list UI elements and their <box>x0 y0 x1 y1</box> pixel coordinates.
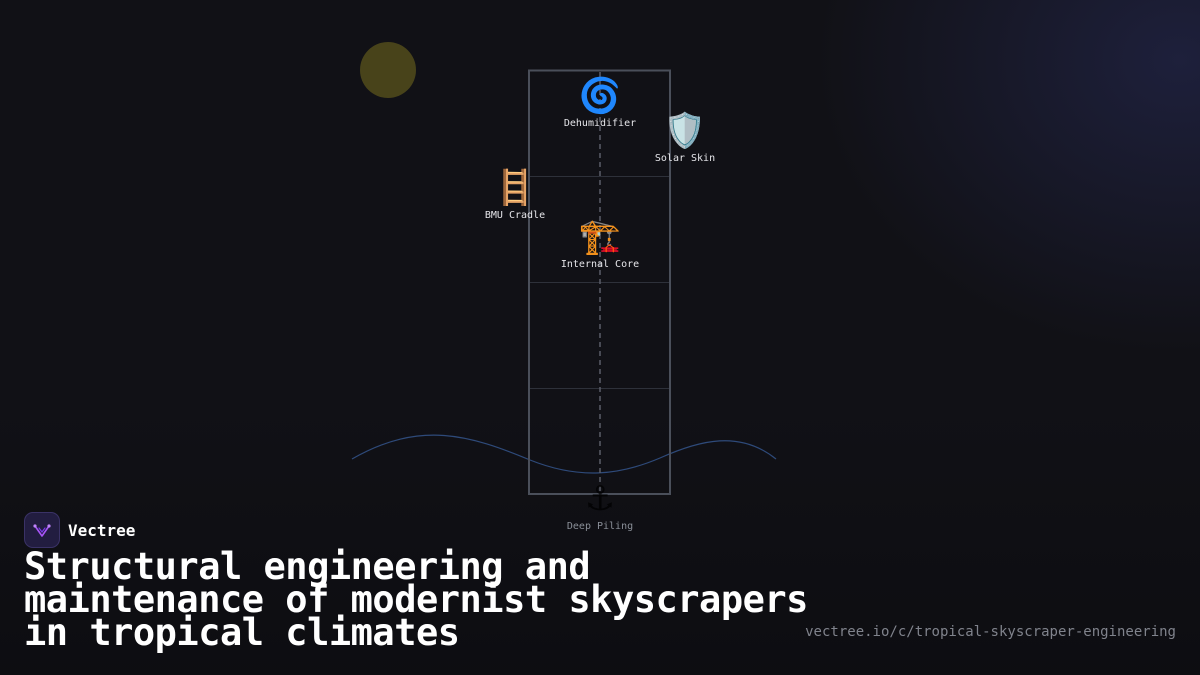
dehumidifier-icon: 🌀 <box>578 76 622 116</box>
node-dehumidifier: 🌀 Dehumidifier <box>564 76 636 129</box>
crane-icon: 🏗️ <box>578 217 622 257</box>
node-solar-skin: 🛡️ Solar Skin <box>655 111 715 164</box>
ladder-icon: 🪜 <box>493 168 537 208</box>
solar-skin-label: Solar Skin <box>654 153 716 164</box>
vectree-logo <box>24 512 60 548</box>
shield-icon: 🛡️ <box>663 111 707 151</box>
sun-circle <box>360 42 416 98</box>
node-deep-piling: ⚓ Deep Piling <box>567 479 633 532</box>
node-bmu-cradle: 🪜 BMU Cradle <box>485 168 545 221</box>
node-internal-core: 🏗️ Internal Core <box>561 217 639 270</box>
brand-name: Vectree <box>68 520 136 540</box>
page-title: Structural engineering and maintenance o… <box>24 545 808 654</box>
tower-outline <box>528 69 671 495</box>
anchor-icon: ⚓ <box>584 479 616 519</box>
vectree-logo-mark <box>33 524 51 537</box>
brand[interactable]: Vectree <box>24 512 135 548</box>
deep-piling-label: Deep Piling <box>566 521 634 532</box>
dehumidifier-label: Dehumidifier <box>563 118 637 129</box>
bmu-cradle-label: BMU Cradle <box>484 210 546 221</box>
ground-wave <box>351 434 777 474</box>
internal-core-label: Internal Core <box>560 259 640 270</box>
page-url[interactable]: vectree.io/c/tropical-skyscraper-enginee… <box>805 624 1176 640</box>
